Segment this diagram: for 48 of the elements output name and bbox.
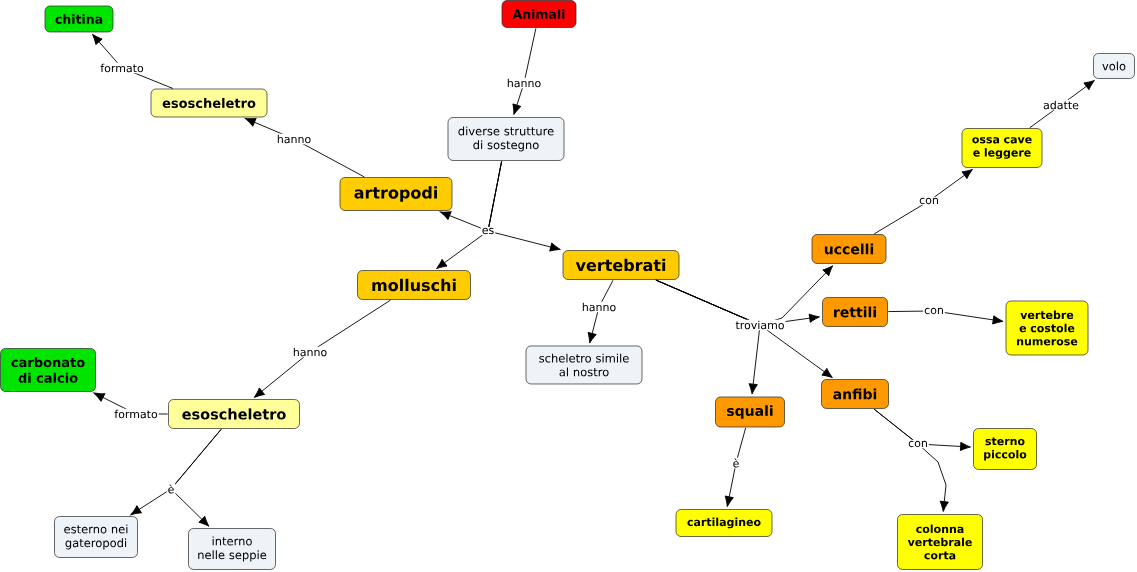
edge-label: è bbox=[166, 483, 176, 495]
edge-label: hanno bbox=[580, 301, 618, 313]
concept-box: molluschi bbox=[357, 270, 471, 300]
concept-box: sterno piccolo bbox=[973, 428, 1037, 470]
concept-box: colonna vertebrale corta bbox=[897, 514, 983, 570]
edge-label: es bbox=[480, 226, 496, 236]
edge-label: hanno bbox=[275, 133, 313, 145]
arrow bbox=[873, 408, 949, 512]
concept-box: cartilagineo bbox=[675, 509, 773, 537]
concept-box: anfibi bbox=[821, 379, 889, 409]
concept-box: interno nelle seppie bbox=[188, 528, 276, 570]
concept-box: esoscheletro bbox=[168, 399, 300, 429]
concept-box: vertebre e costole numerose bbox=[1005, 300, 1089, 356]
edge-label: troviamo bbox=[734, 319, 786, 331]
edge-label: formato bbox=[113, 408, 159, 420]
concept-box: diverse strutture di sostegno bbox=[447, 117, 565, 161]
arrow bbox=[587, 279, 614, 344]
edge-label: con bbox=[923, 306, 945, 316]
concept-box: volo bbox=[1093, 53, 1135, 79]
concept-box: esoscheletro bbox=[150, 88, 268, 118]
concept-box: Animali bbox=[501, 0, 577, 28]
arrow bbox=[92, 33, 174, 89]
arrow bbox=[253, 299, 391, 398]
arrow bbox=[724, 427, 747, 507]
concept-box: carbonato di calcio bbox=[0, 348, 96, 392]
concept-box: uccelli bbox=[811, 234, 887, 264]
concept-box: squali bbox=[715, 396, 785, 428]
concept-box: vertebrati bbox=[562, 250, 680, 280]
edge-label: è bbox=[731, 457, 741, 469]
edge-label: hanno bbox=[291, 346, 329, 358]
arrow bbox=[655, 279, 761, 395]
arrow bbox=[887, 310, 1004, 325]
concept-box: scheletro simile al nostro bbox=[525, 345, 643, 385]
concept-box: artropodi bbox=[339, 177, 453, 211]
concept-box: esterno nei gateropodi bbox=[54, 516, 138, 558]
arrow bbox=[244, 117, 365, 178]
edge-label: adatte bbox=[1042, 99, 1080, 111]
concept-box: rettili bbox=[822, 297, 888, 327]
arrow bbox=[487, 160, 561, 252]
edge-label: formato bbox=[99, 62, 145, 74]
edge-label: hanno bbox=[505, 77, 543, 89]
concept-box: ossa cave e leggere bbox=[961, 128, 1043, 168]
arrow bbox=[873, 168, 973, 235]
edge-label: con bbox=[918, 196, 940, 206]
arrow bbox=[512, 27, 537, 116]
edge-label: con bbox=[907, 439, 929, 449]
concept-box: chitina bbox=[44, 5, 114, 33]
arrow bbox=[1029, 80, 1095, 129]
